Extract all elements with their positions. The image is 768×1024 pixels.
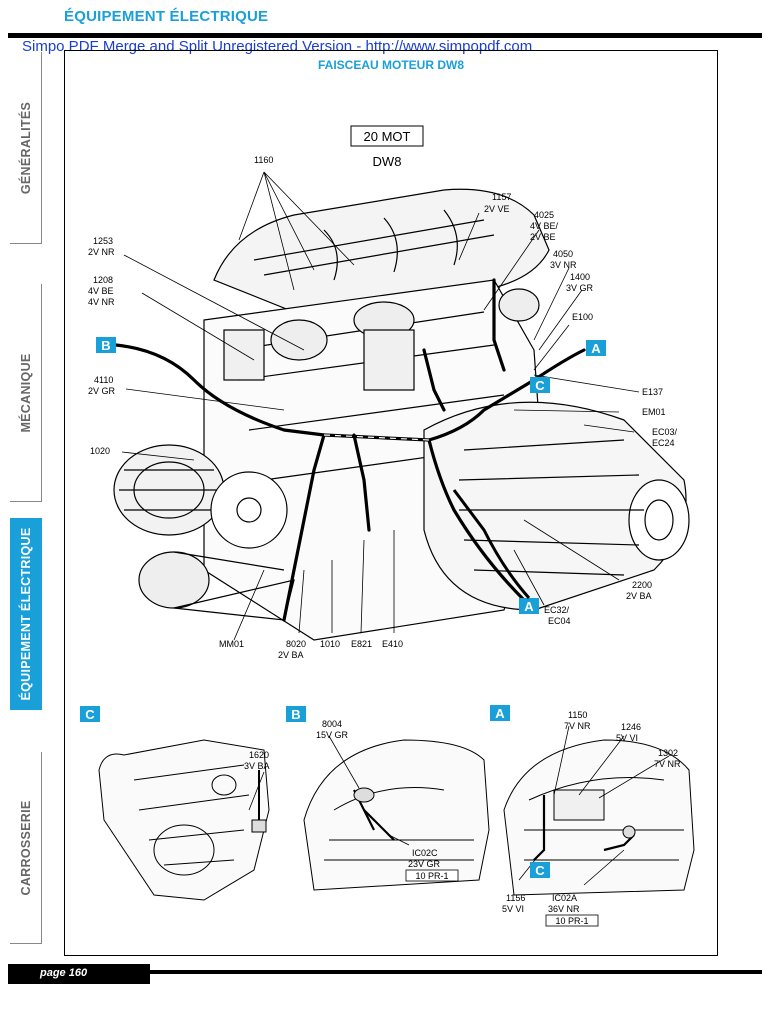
callout-1160: 1160 — [254, 155, 273, 165]
detail-a-marker: A — [495, 706, 505, 721]
callout-8020-spec: 2V BA — [278, 650, 304, 660]
top-rule — [8, 33, 762, 38]
callout-1253-spec: 2V NR — [88, 247, 115, 257]
callout-1208-spec1: 4V BE — [88, 286, 114, 296]
harness-to-a — [452, 489, 531, 599]
callout-ic02c-spec: 23V GR — [408, 859, 441, 869]
page-frame — [64, 50, 718, 956]
callout-4025-id: 4025 — [534, 210, 554, 220]
callout-2200-id: 2200 — [632, 580, 652, 590]
detail-c-marker: C — [85, 707, 95, 722]
sidebar-tab-equipement-electrique[interactable]: ÉQUIPEMENT ÉLECTRIQUE — [10, 518, 42, 710]
wiring-harness — [114, 278, 586, 622]
engine-code: DW8 — [373, 154, 402, 169]
sidebar-tab-label: GÉNÉRALITÉS — [18, 101, 33, 194]
leader-lines — [121, 171, 640, 641]
section-title: ÉQUIPEMENT ÉLECTRIQUE — [64, 8, 269, 25]
callout-1208-spec2: 4V NR — [88, 297, 115, 307]
callout-E137: E137 — [642, 387, 663, 397]
engine-illustration — [113, 188, 690, 641]
callout-1157-spec: 2V VE — [484, 204, 510, 214]
callout-8004-id: 8004 — [322, 719, 342, 729]
detail-a-submarker: C — [535, 863, 545, 878]
sidebar-tab-mecanique[interactable]: MÉCANIQUE — [10, 284, 42, 502]
callout-1302-spec: 7V NR — [654, 759, 681, 769]
callout-1208-id: 1208 — [93, 275, 113, 285]
page-number: page 160 — [40, 967, 88, 979]
callout-ic02c-id: IC02C — [412, 848, 438, 858]
callout-1246-id: 1246 — [621, 722, 641, 732]
callout-1156-spec: 5V VI — [502, 904, 524, 914]
callout-2200-spec: 2V BA — [626, 591, 652, 601]
detail-panel-b: B 8004 15V GR IC02C 23V GR 10 PR-1 — [286, 706, 490, 891]
callout-1010: 1010 — [320, 639, 340, 649]
callout-EC03-a: EC03/ — [652, 427, 678, 437]
callout-1620-id: 1620 — [249, 750, 269, 760]
callout-1400-spec: 3V GR — [566, 283, 594, 293]
sidebar-tab-label: MÉCANIQUE — [18, 352, 33, 433]
callout-1302-id: 1302 — [658, 748, 678, 758]
mot-box — [350, 125, 424, 147]
svg-text:B: B — [101, 338, 110, 353]
callout-1620-spec: 3V BA — [244, 761, 270, 771]
callout-1156-id: 1156 — [506, 893, 525, 903]
callout-1253-id: 1253 — [93, 236, 113, 246]
callout-1020: 1020 — [90, 446, 110, 456]
callout-4025-spec2: 2V BE — [530, 232, 556, 242]
callout-ic02a-id: IC02A — [552, 893, 577, 903]
callout-4050-spec: 3V NR — [550, 260, 577, 270]
wiring-diagram: 20 MOT DW8 1160 1157 2V VE 4025 4V BE/ 2… — [80, 125, 695, 927]
document-title: FAISCEAU MOTEUR DW8 — [317, 58, 464, 72]
detail-b-marker: B — [291, 707, 300, 722]
footer-rule — [150, 970, 762, 974]
callout-1150-id: 1150 — [568, 710, 587, 720]
callout-1150-spec: 7V NR — [564, 721, 591, 731]
detail-panel-a: A 1150 7V NR 1246 5V VI 1302 7V NR C 115… — [490, 705, 695, 927]
sidebar-tab-label: CARROSSERIE — [18, 800, 33, 895]
marker-c-main: C — [530, 377, 550, 393]
svg-text:A: A — [591, 341, 601, 356]
svg-text:C: C — [535, 378, 545, 393]
callout-ic02a-spec: 36V NR — [548, 904, 580, 914]
sidebar-tab-label: ÉQUIPEMENT ÉLECTRIQUE — [19, 527, 33, 701]
callout-1400-id: 1400 — [570, 272, 590, 282]
callout-EC32-a: EC32/ — [544, 605, 570, 615]
svg-text:A: A — [524, 599, 534, 614]
callout-8020-id: 8020 — [286, 639, 306, 649]
sidebar-tab-generalites[interactable]: GÉNÉRALITÉS — [10, 52, 42, 244]
callout-E410: E410 — [382, 639, 403, 649]
callout-EC03-b: EC24 — [652, 438, 675, 448]
ref-10pr1-b: 10 PR-1 — [415, 871, 448, 881]
detail-panel-c: C 1620 3V BA — [80, 706, 270, 901]
callout-MM01: MM01 — [219, 639, 244, 649]
marker-a-top: A — [586, 340, 606, 356]
footer-bar — [8, 964, 150, 984]
marker-b-main: B — [96, 337, 116, 353]
callout-4110-id: 4110 — [94, 375, 113, 385]
callout-EM01: EM01 — [642, 407, 666, 417]
callout-4050-id: 4050 — [553, 249, 573, 259]
callout-4025-spec1: 4V BE/ — [530, 221, 559, 231]
callout-E100: E100 — [572, 312, 593, 322]
sidebar-tab-carrosserie[interactable]: CARROSSERIE — [10, 752, 42, 944]
callout-4110-spec: 2V GR — [88, 386, 116, 396]
callout-EC32-b: EC04 — [548, 616, 571, 626]
callout-E821: E821 — [351, 639, 372, 649]
callout-1246-spec: 5V VI — [616, 733, 638, 743]
mot-box-label: 20 MOT — [364, 129, 411, 144]
callout-1157-id: 1157 — [492, 192, 511, 202]
ref-10pr1-a: 10 PR-1 — [555, 916, 588, 926]
callout-8004-spec: 15V GR — [316, 730, 349, 740]
marker-a-bottom: A — [519, 598, 539, 614]
